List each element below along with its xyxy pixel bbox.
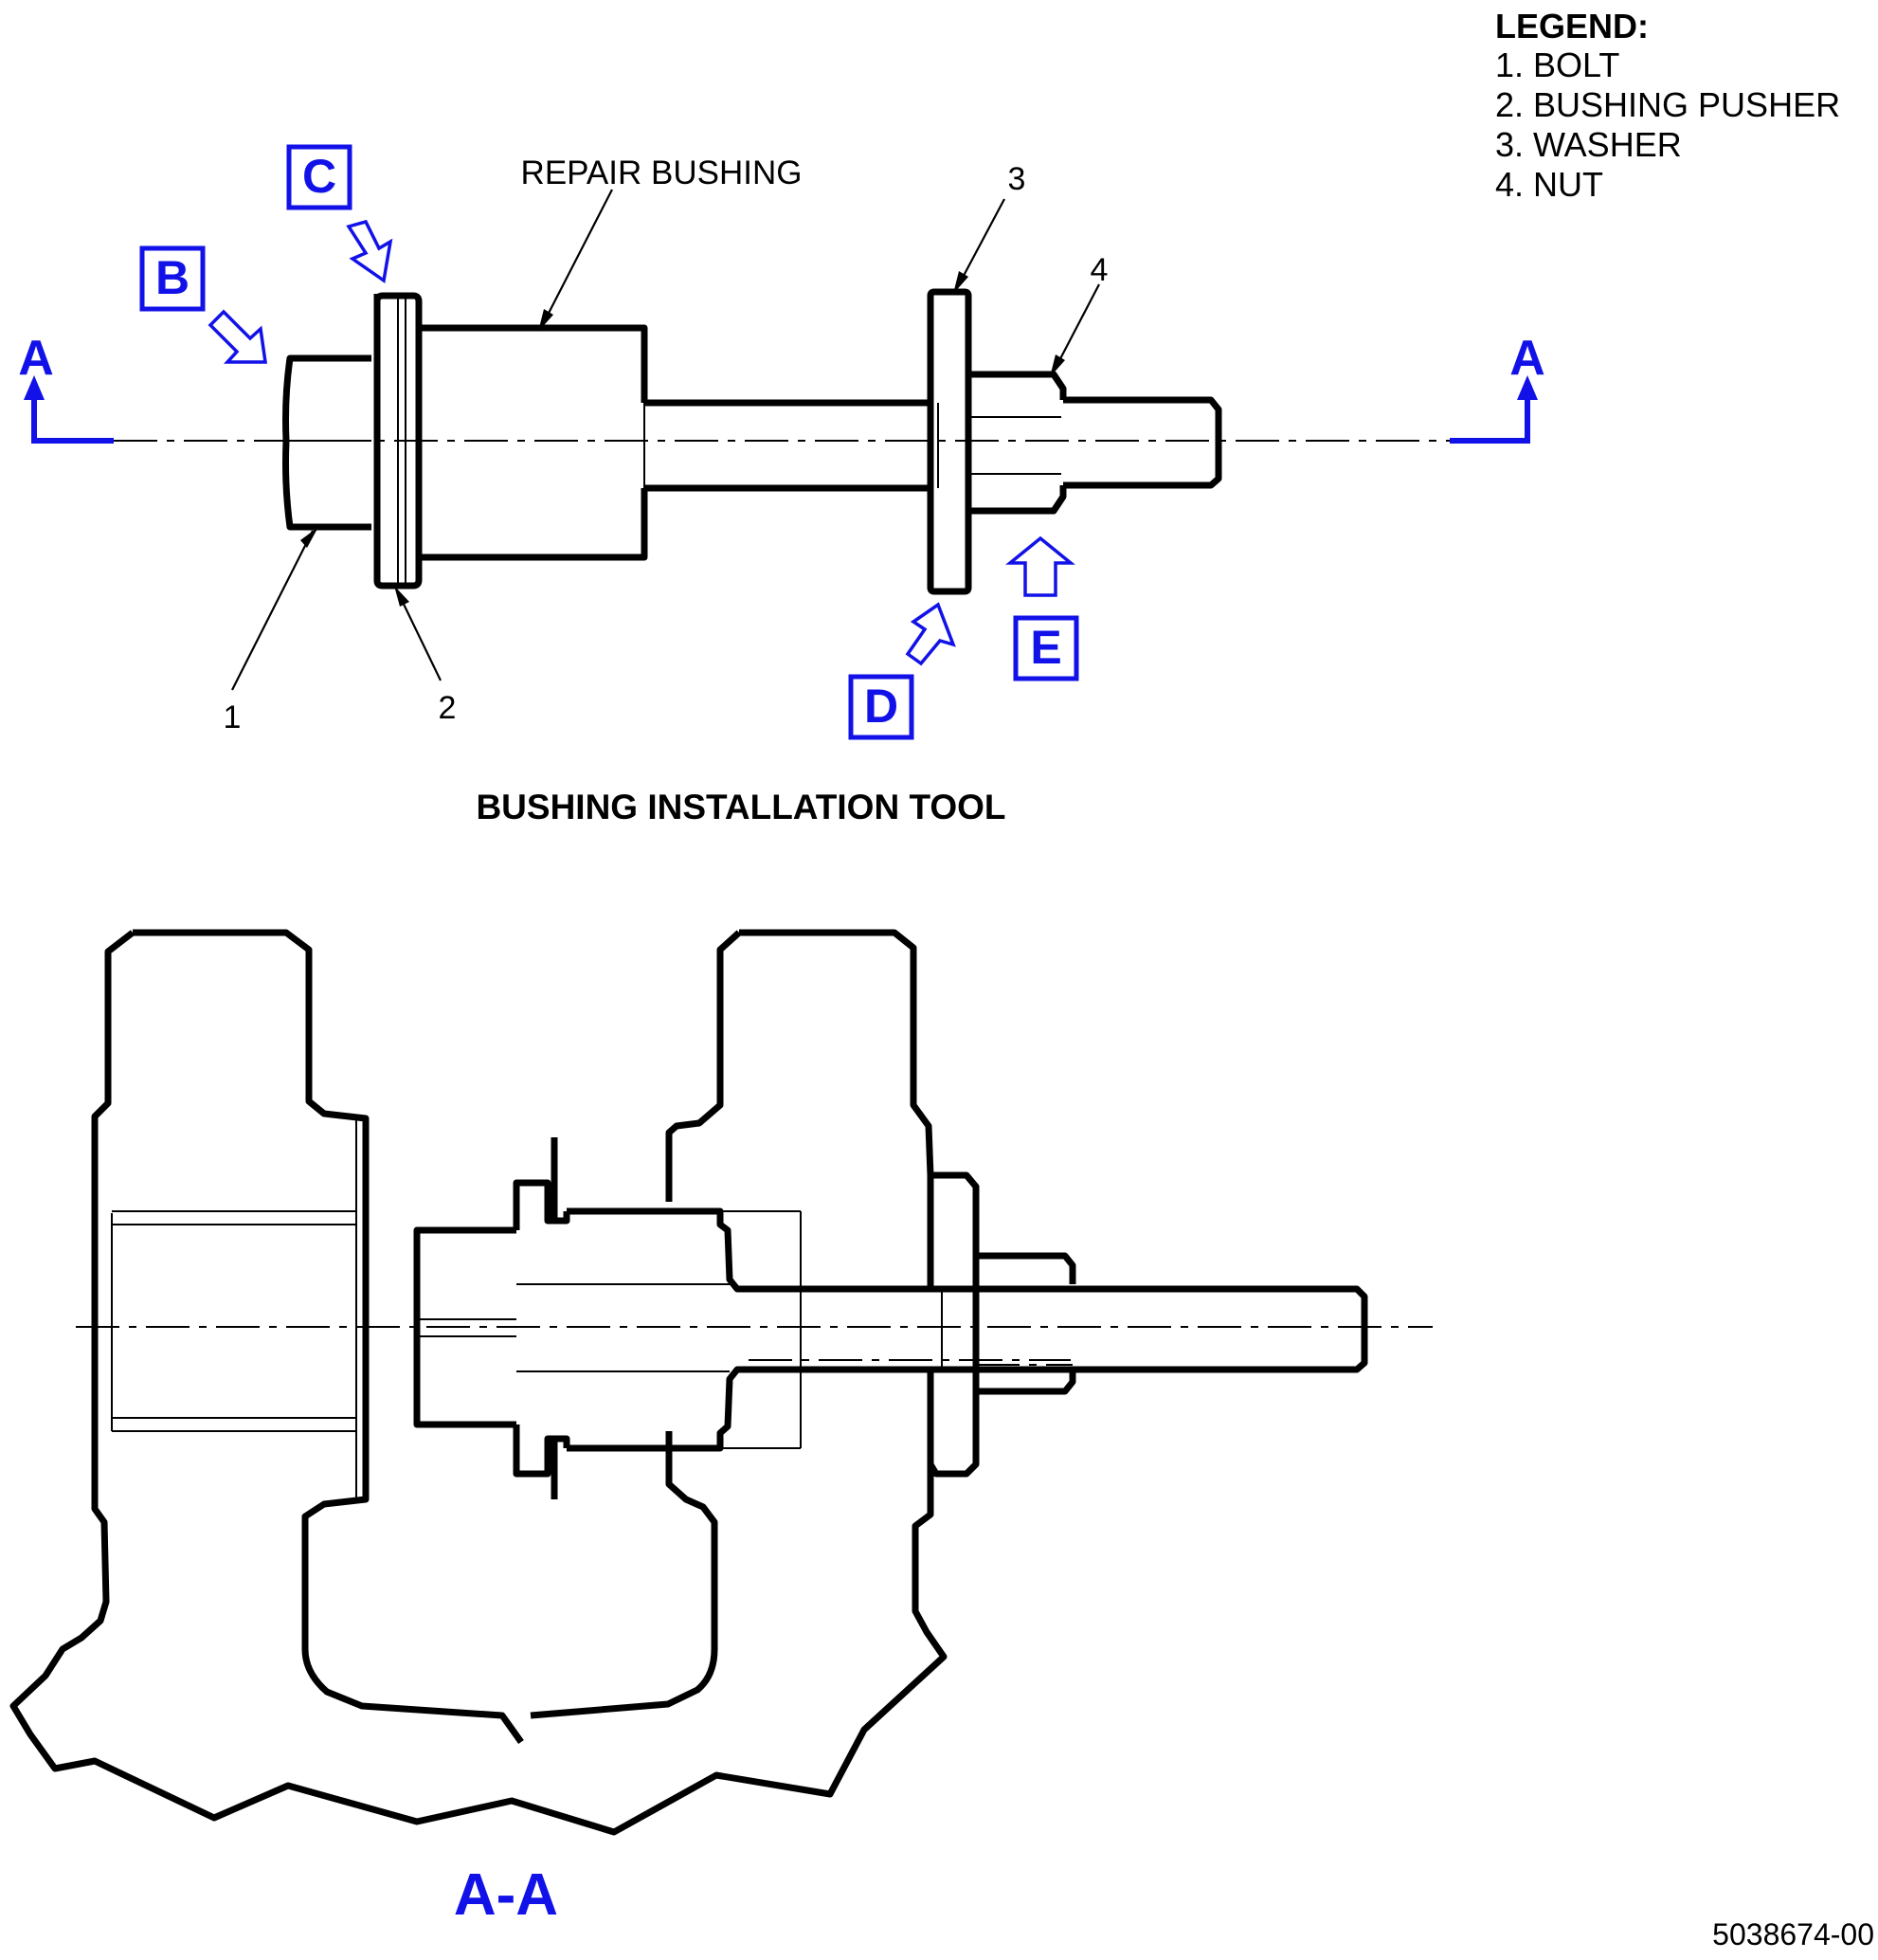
callout-4-arrowhead	[1050, 354, 1065, 377]
section-pusher-upper	[513, 1179, 570, 1230]
housing-left-lug-outline	[133, 929, 524, 1745]
callout-3-leader	[956, 198, 1005, 289]
view-arrow-e-icon	[1005, 535, 1075, 597]
view-callout-e: E	[1005, 535, 1079, 681]
housing-right-lug-outline	[739, 929, 934, 1176]
legend-title: LEGEND:	[1495, 7, 1649, 45]
bushing-pusher-outline	[373, 292, 423, 590]
callout-2: 2	[439, 690, 457, 726]
bolt-shank-outline	[644, 399, 930, 492]
repair-bushing-arrowhead	[538, 309, 553, 332]
callout-1-arrowhead	[300, 527, 318, 548]
repair-bushing-outline	[422, 324, 648, 561]
callout-3-arrowhead	[953, 271, 968, 294]
section-nut	[976, 1252, 1076, 1395]
bolt-head-outline	[282, 354, 371, 531]
callout-4-leader	[1053, 283, 1100, 372]
section-marker-left-arrow	[24, 375, 45, 400]
callout-2-leader	[397, 591, 442, 681]
housing-inner-lower-outline	[530, 1431, 718, 1719]
section-title: A-A	[454, 1862, 558, 1928]
view-box-d	[848, 674, 914, 740]
section-marker-right-line	[1450, 384, 1530, 444]
legend-item-washer: 3. WASHER	[1495, 125, 1682, 164]
nut-outline	[971, 371, 1067, 515]
legend-item-bushing-pusher: 2. BUSHING PUSHER	[1495, 85, 1840, 124]
legend: LEGEND: 1. BOLT 2. BUSHING PUSHER 3. WAS…	[1495, 7, 1840, 204]
bolt-end-outline	[1063, 396, 1222, 489]
housing-right-lug-left-side	[665, 930, 742, 1202]
callout-2-arrowhead	[394, 586, 409, 607]
section-washer	[927, 1171, 980, 1478]
view-arrow-b-icon	[208, 309, 268, 364]
section-repair-bushing-upper	[567, 1207, 932, 1293]
view-letter-c: C	[302, 150, 336, 203]
section-marker-right-letter: A	[1509, 331, 1545, 386]
section-aa-view: A-A	[9, 929, 1433, 1928]
section-bolt-end	[932, 1285, 1368, 1373]
repair-bushing-leader	[541, 189, 613, 327]
view-box-c	[286, 144, 352, 210]
section-marker-left-letter: A	[18, 331, 54, 386]
view-callout-c: C	[286, 144, 393, 284]
callout-3: 3	[1008, 161, 1026, 197]
section-pusher-lower	[513, 1425, 570, 1478]
view-arrow-d-icon	[905, 602, 956, 666]
legend-item-nut: 4. NUT	[1495, 165, 1603, 204]
section-repair-bushing-lower	[567, 1366, 932, 1452]
section-marker-left-line	[31, 384, 114, 444]
view-letter-b: B	[155, 251, 190, 304]
figure-number: 5038674-00	[1712, 1917, 1874, 1951]
callout-4: 4	[1091, 252, 1109, 288]
washer-outline	[927, 288, 972, 595]
section-marker-right: A	[1450, 331, 1545, 444]
callout-1-leader	[231, 530, 314, 691]
view-box-e	[1013, 615, 1079, 681]
tool-title: BUSHING INSTALLATION TOOL	[476, 788, 1005, 826]
view-callout-b: B	[139, 245, 268, 364]
view-box-b	[139, 245, 206, 312]
view-letter-d: D	[864, 680, 898, 733]
section-marker-right-arrow	[1517, 375, 1538, 400]
legend-item-bolt: 1. BOLT	[1495, 45, 1619, 84]
tool-assembly-view: 1 2 3 4 REPAIR BUSHING	[114, 154, 1450, 735]
view-letter-e: E	[1030, 621, 1061, 674]
callout-1: 1	[224, 699, 242, 735]
repair-bushing-label: REPAIR BUSHING	[521, 154, 803, 191]
section-marker-left: A	[18, 331, 114, 444]
view-callout-d: D	[848, 602, 956, 740]
housing-left-outer-outline	[9, 930, 948, 1836]
view-arrow-c-icon	[346, 219, 393, 284]
